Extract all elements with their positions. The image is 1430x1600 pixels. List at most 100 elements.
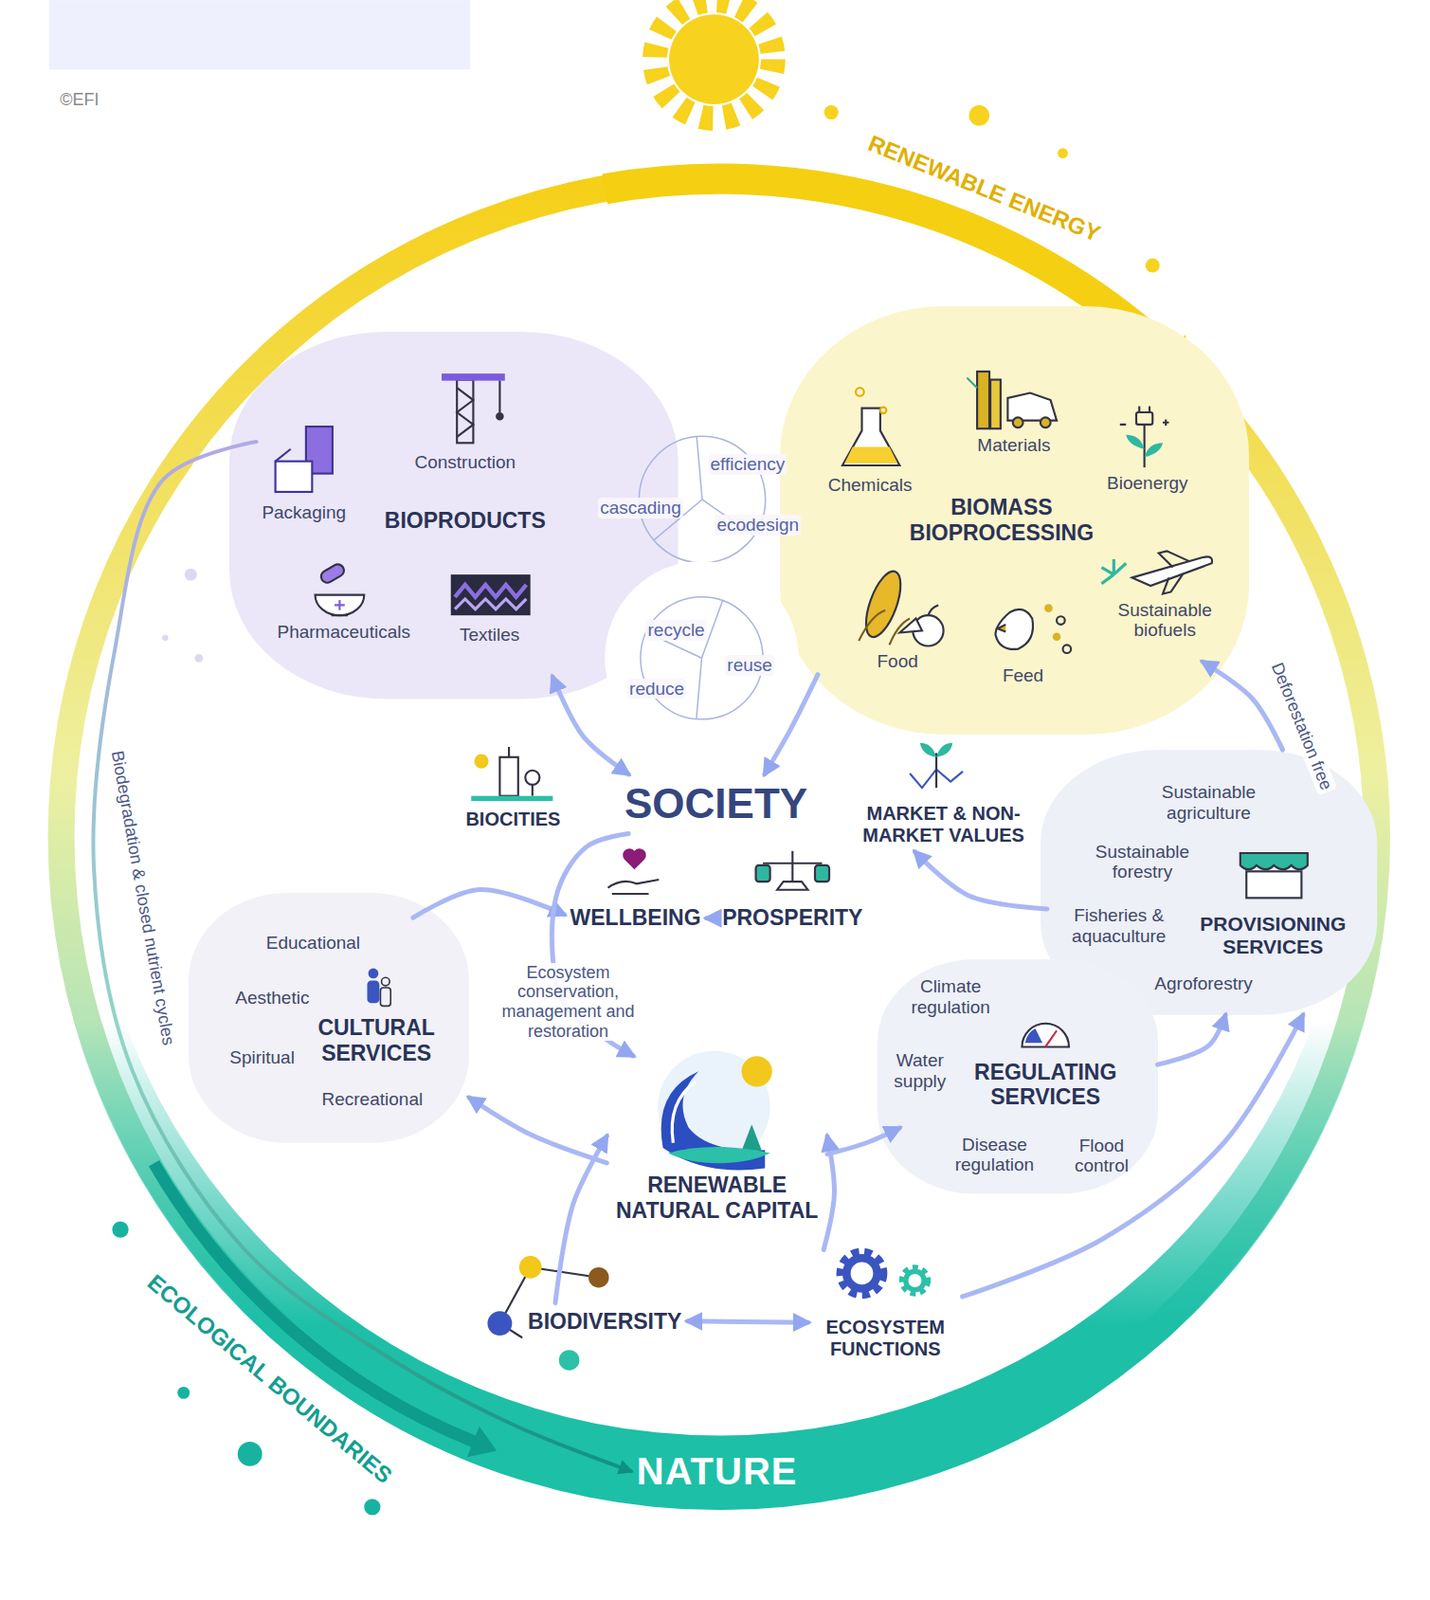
bioprocessing-blob-part: Materials xyxy=(977,434,1050,456)
packaging-icon-part xyxy=(275,461,313,492)
biofuel-icon-part xyxy=(1158,550,1190,594)
cultural-blob-part: Recreational xyxy=(322,1088,424,1110)
node-item: Water supply xyxy=(884,1049,956,1092)
bioproducts-blob-part: Construction xyxy=(414,452,516,473)
decor-dots-part xyxy=(184,568,198,581)
node-item: Feed xyxy=(1002,665,1044,687)
bioprocessing-blob-part: Bioenergy xyxy=(1106,472,1189,494)
node-heading: BIODIVERSITY xyxy=(527,1308,682,1334)
diagram-stage-part-part: ECOLOGICAL BOUNDARIES xyxy=(114,1365,426,1393)
nature-band: NATURE xyxy=(631,1443,804,1499)
regulating-blob-part: REGULATING SERVICES xyxy=(968,1059,1122,1110)
r-circle-part: reduce xyxy=(627,678,687,700)
nature-ring-part xyxy=(48,166,1391,1511)
node-outline-part xyxy=(188,892,470,1143)
cultural-icon-part xyxy=(368,968,380,979)
node-item: recycle xyxy=(645,619,706,641)
node-heading: BIOPRODUCTS xyxy=(384,507,546,533)
food-icon-part xyxy=(858,566,907,641)
boundary-arrow-part xyxy=(467,1426,497,1457)
node-item: Sustainable forestry xyxy=(1076,841,1210,884)
feed-icon-part xyxy=(1052,632,1062,641)
node-heading: PROVISIONING SERVICES xyxy=(1183,912,1362,959)
feed-icon-part xyxy=(1044,603,1053,613)
node-item: Aesthetic xyxy=(235,987,309,1009)
feed-icon-part xyxy=(995,609,1033,650)
regulating-blob-part: Flood control xyxy=(1066,1135,1138,1177)
prosperity-node-part: PROSPERITY xyxy=(722,905,863,930)
flow-arrow xyxy=(552,676,629,775)
prosperity-node: PROSPERITY xyxy=(716,899,869,936)
regulating-icon xyxy=(1021,1023,1069,1048)
gear-icon-part xyxy=(903,1267,928,1293)
regulating-icon-part xyxy=(1045,1030,1057,1047)
crane-icon-part xyxy=(441,373,506,381)
design-circle-part: cascading xyxy=(597,497,684,519)
gear-icon-part xyxy=(905,1270,924,1289)
node-item: Sustainable biofuels xyxy=(1098,599,1231,642)
biodiversity-icon-part xyxy=(559,1349,580,1371)
flow-arrow xyxy=(469,1097,607,1163)
gear-icon-part xyxy=(841,1252,883,1294)
node-item: Spiritual xyxy=(229,1047,295,1068)
bioenergy-icon-part xyxy=(1144,442,1163,457)
flow-arrow xyxy=(687,1321,809,1322)
bioproducts-blob-part: Packaging xyxy=(261,502,346,524)
crane-icon-part xyxy=(496,413,503,419)
sun-icon xyxy=(654,0,774,119)
biocities-icon-part xyxy=(499,757,518,797)
functions-node: ECOSYSTEM FUNCTIONS xyxy=(808,1248,963,1367)
design-circle: efficiencycascadingecodesign xyxy=(581,433,817,562)
provisioning-blob-part: Agroforestry xyxy=(1154,973,1252,995)
node-outline xyxy=(601,561,806,756)
node-item: Disease regulation xyxy=(943,1134,1047,1177)
biodiversity-icon xyxy=(487,1255,609,1371)
node-item: Construction xyxy=(414,452,516,473)
biofuel-icon xyxy=(1101,550,1213,594)
node-heading: BIOMASS BIOPROCESSING xyxy=(899,494,1104,545)
node-item: Bioenergy xyxy=(1106,472,1189,494)
bioprocessing-blob-part: Food xyxy=(876,651,918,672)
flow-arrow xyxy=(827,1127,900,1155)
market-icon-part xyxy=(920,742,953,758)
values-node-part: MARKET & NON-MARKET VALUES xyxy=(853,802,1032,847)
crane-icon xyxy=(441,373,506,443)
market-icon-part xyxy=(935,752,938,788)
node-item: reduce xyxy=(627,678,687,700)
natural-capital-icon xyxy=(657,1050,773,1171)
bioprocessing-blob-part: Feed xyxy=(1002,665,1044,687)
node-item: efficiency xyxy=(708,453,788,475)
bioprocessing-blob: BIOMASS BIOPROCESSINGChemicalsMaterialsB… xyxy=(779,306,1249,735)
node-heading: NATURE xyxy=(636,1448,798,1493)
mortar-icon-part xyxy=(318,561,346,585)
feed-icon-part xyxy=(1063,644,1072,653)
node-item: Flood control xyxy=(1066,1135,1138,1177)
flow-arrow xyxy=(706,915,718,921)
provisioning-blob-part: Sustainable forestry xyxy=(1076,841,1210,884)
packaging-icon-part xyxy=(275,449,291,462)
cultural-blob-part: CULTURAL SERVICES xyxy=(309,1014,443,1066)
node-heading: ECOSYSTEM FUNCTIONS xyxy=(814,1316,958,1360)
diagram-stage-part-part: RENEWABLE ENERGY xyxy=(860,175,1108,202)
flow-arrow xyxy=(764,674,818,775)
values-node: MARKET & NON-MARKET VALUES xyxy=(848,796,1038,852)
nature-ring xyxy=(48,166,1391,1511)
regulating-icon-part xyxy=(1021,1023,1069,1048)
biocities-icon-part xyxy=(524,770,540,785)
materials-icon xyxy=(966,371,1057,429)
natural-capital-icon-part xyxy=(668,1146,771,1163)
diagram-stage-part-part: Ecosystem conservation, management and r… xyxy=(473,962,663,1042)
regulating-blob: REGULATING SERVICESClimate regulationWat… xyxy=(877,959,1159,1195)
decor-dots-part xyxy=(363,1498,381,1515)
regulating-blob-part: Disease regulation xyxy=(943,1134,1047,1177)
materials-icon-part xyxy=(990,380,1001,430)
biofuel-icon-part-part xyxy=(1113,562,1126,575)
food-icon xyxy=(858,566,943,646)
r-circle-part: recycle xyxy=(645,619,706,641)
decor-dots-part xyxy=(177,1386,190,1399)
functions-node-part: ECOSYSTEM FUNCTIONS xyxy=(814,1316,958,1360)
natural-capital-icon-part xyxy=(741,1055,772,1087)
node-item: Pharmaceuticals xyxy=(276,621,410,643)
node-heading: SOCIETY xyxy=(624,779,808,829)
